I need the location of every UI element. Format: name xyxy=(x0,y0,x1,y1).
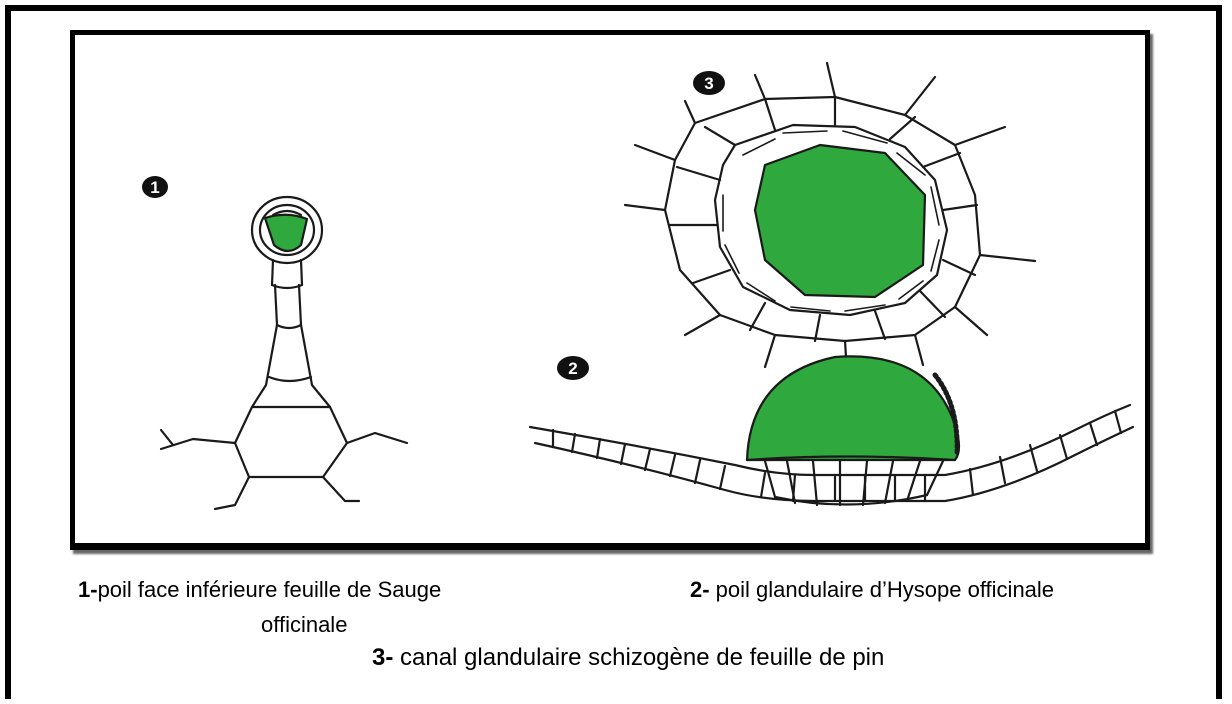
caption-2: 2- poil glandulaire d’Hysope officinale xyxy=(690,577,1054,603)
hair-hysope xyxy=(530,356,1133,505)
caption-1-number: 1- xyxy=(78,577,98,602)
caption-1: 1-poil face inférieure feuille de Sauge xyxy=(78,577,441,603)
diagram-figure: 1 3 2 xyxy=(70,30,1150,550)
hair-sauge xyxy=(161,197,407,509)
marker-3-text: 3 xyxy=(704,74,713,93)
caption-3-text: canal glandulaire schizogène de feuille … xyxy=(393,644,884,671)
marker-3: 3 xyxy=(693,71,725,95)
canal-pin xyxy=(625,63,1035,373)
diagram-svg: 1 3 2 xyxy=(75,35,1145,543)
marker-2: 2 xyxy=(557,356,589,380)
marker-2-text: 2 xyxy=(568,359,577,378)
caption-1-continuation: officinale xyxy=(261,612,347,638)
caption-2-number: 2- xyxy=(690,577,710,602)
caption-3: 3- canal glandulaire schizogène de feuil… xyxy=(372,645,884,671)
caption-3-number: 3- xyxy=(372,644,393,671)
marker-1: 1 xyxy=(142,176,168,198)
caption-1-text: poil face inférieure feuille de Sauge xyxy=(98,577,442,602)
caption-2-text: poil glandulaire d’Hysope officinale xyxy=(710,577,1054,602)
marker-1-text: 1 xyxy=(150,178,159,197)
